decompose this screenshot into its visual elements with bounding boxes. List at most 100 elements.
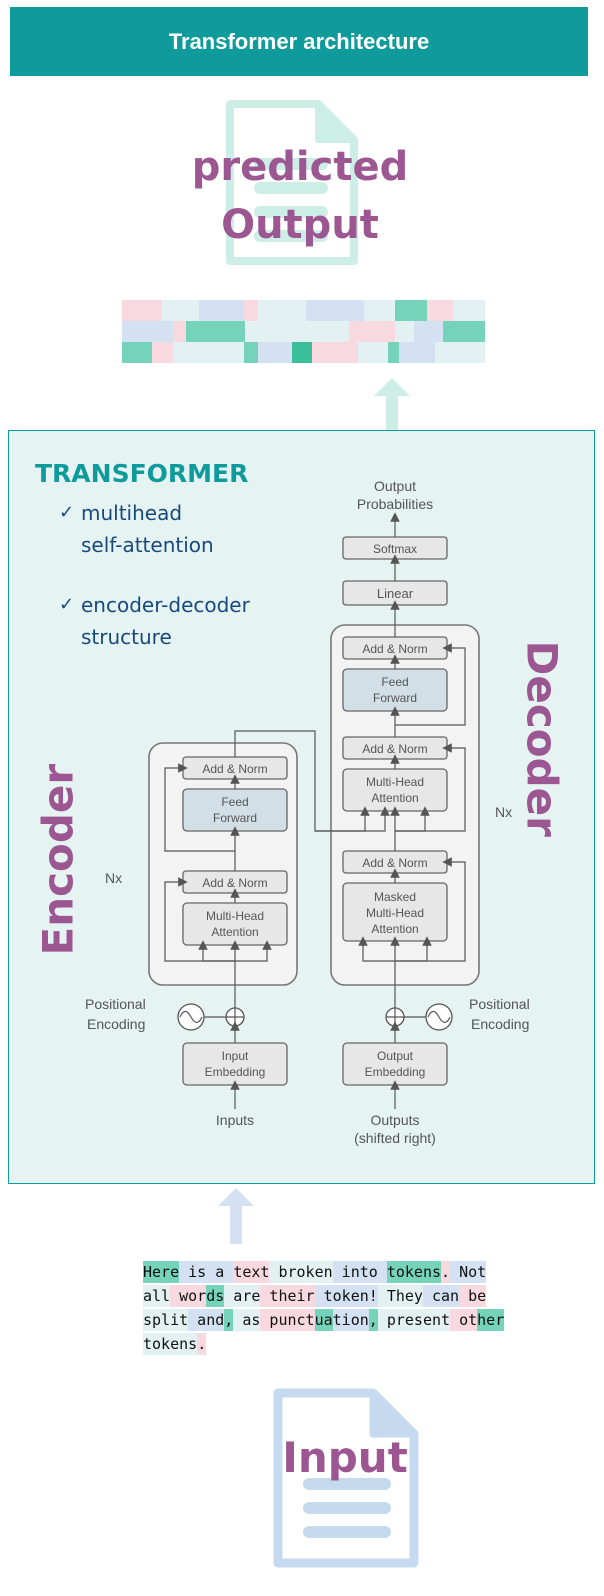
output-token — [435, 342, 485, 363]
output-probabilities-label: Probabilities — [357, 496, 433, 512]
output-token — [258, 300, 306, 321]
input-token: all — [143, 1285, 171, 1307]
input-token: are — [224, 1285, 261, 1307]
decoder-wire — [395, 857, 466, 962]
input-token: tokens — [386, 1261, 442, 1283]
input-embedding-label: Embedding — [205, 1065, 266, 1079]
input-embedding-label: Input — [222, 1049, 249, 1063]
input-token: . — [441, 1261, 451, 1283]
decoder-wire — [358, 936, 395, 962]
output-document-icon — [226, 100, 358, 265]
input-token: ua — [314, 1309, 333, 1331]
feed-forward-label: Feed — [221, 795, 248, 809]
input-token: their — [260, 1285, 315, 1307]
output-token — [364, 300, 395, 321]
feature-line: multihead — [81, 501, 183, 525]
encoder-wire — [164, 877, 235, 962]
output-token — [414, 321, 443, 342]
feature-line: self-attention — [81, 533, 214, 557]
output-token — [292, 342, 312, 363]
output-token — [258, 342, 292, 363]
output-token — [399, 342, 435, 363]
multi-head-label: Attention — [211, 925, 258, 939]
output-token — [290, 321, 349, 342]
decoder-positional-label: Encoding — [471, 1016, 529, 1032]
output-token — [152, 342, 173, 363]
feed-forward-label: Forward — [373, 691, 417, 705]
multi-head-label: Multi-Head — [366, 775, 424, 789]
output-token — [122, 300, 162, 321]
encoder-wire — [164, 763, 235, 852]
output-token-row — [122, 321, 485, 342]
input-token: tion — [332, 1309, 369, 1331]
output-token-row — [122, 342, 485, 363]
encoder-wire — [235, 940, 272, 962]
input-token: her — [477, 1309, 505, 1331]
output-token — [173, 321, 186, 342]
output-token — [122, 321, 173, 342]
transformer-architecture-diagram: Output Probabilities Softmax Linear Add … — [85, 478, 530, 1146]
input-token: be — [459, 1285, 487, 1307]
outputs-label: Outputs — [370, 1112, 419, 1128]
output-token — [395, 300, 427, 321]
output-token — [244, 342, 258, 363]
encoder-wire — [234, 730, 370, 832]
decoder-wire — [395, 743, 466, 832]
encoder-sine-wave-path — [179, 1010, 203, 1024]
input-token: ds — [206, 1285, 225, 1307]
encoder-positional-label: Positional — [85, 996, 146, 1012]
add-norm-label: Add & Norm — [362, 642, 427, 656]
input-document-icon — [273, 1388, 419, 1568]
decoder-sine-wave-path — [427, 1010, 451, 1024]
output-title-line1: predicted — [191, 144, 409, 190]
add-norm-label: Add & Norm — [362, 742, 427, 756]
output-token — [122, 342, 152, 363]
output-embedding-label: Output — [377, 1049, 414, 1063]
input-token: split — [143, 1309, 189, 1331]
multi-head-label: Attention — [371, 791, 418, 805]
output-token — [173, 342, 244, 363]
output-token — [162, 300, 199, 321]
input-token: ot — [450, 1309, 478, 1331]
output-token — [186, 321, 245, 342]
output-token — [427, 300, 453, 321]
encoder-wire — [315, 806, 390, 832]
output-probabilities-label: Output — [374, 478, 416, 494]
input-token: can — [422, 1285, 460, 1307]
transformer-title: TRANSFORMER — [35, 459, 249, 488]
decoder-wire — [395, 643, 466, 726]
input-token: broken — [269, 1261, 333, 1283]
output-token-grid — [122, 300, 485, 363]
checkmark-icon: ✓ — [59, 594, 75, 615]
add-norm-label: Add & Norm — [202, 762, 267, 776]
feature-item: ✓ encoder-decoder structure — [59, 589, 250, 653]
decoder-positional-label: Positional — [469, 996, 530, 1012]
output-token — [443, 321, 485, 342]
output-token — [388, 342, 399, 363]
header-bar: Transformer architecture — [10, 7, 588, 76]
input-token: tokens — [143, 1333, 198, 1355]
output-token — [395, 321, 414, 342]
arrow-up-icon — [374, 378, 410, 432]
checkmark-icon: ✓ — [59, 502, 75, 523]
input-token: present — [377, 1309, 451, 1331]
linear-label: Linear — [377, 586, 414, 601]
output-title-line2: Output — [221, 202, 379, 248]
transformer-panel: TRANSFORMER ✓ multihead self-attention ✓… — [8, 430, 595, 1184]
encoder-nx-label: Nx — [105, 870, 122, 886]
output-token — [312, 342, 358, 363]
input-token: and — [188, 1309, 225, 1331]
outputs-label: (shifted right) — [354, 1130, 436, 1146]
input-token: text — [233, 1261, 270, 1283]
arrow-up-icon — [218, 1188, 254, 1244]
feature-line: encoder-decoder — [81, 593, 250, 617]
output-token — [358, 342, 388, 363]
input-token: They — [377, 1285, 423, 1307]
feed-forward-label: Forward — [213, 811, 257, 825]
feed-forward-label: Feed — [381, 675, 408, 689]
masked-label: Multi-Head — [366, 906, 424, 920]
masked-label: Attention — [371, 922, 418, 936]
output-token — [244, 300, 258, 321]
input-token: , — [224, 1309, 234, 1331]
